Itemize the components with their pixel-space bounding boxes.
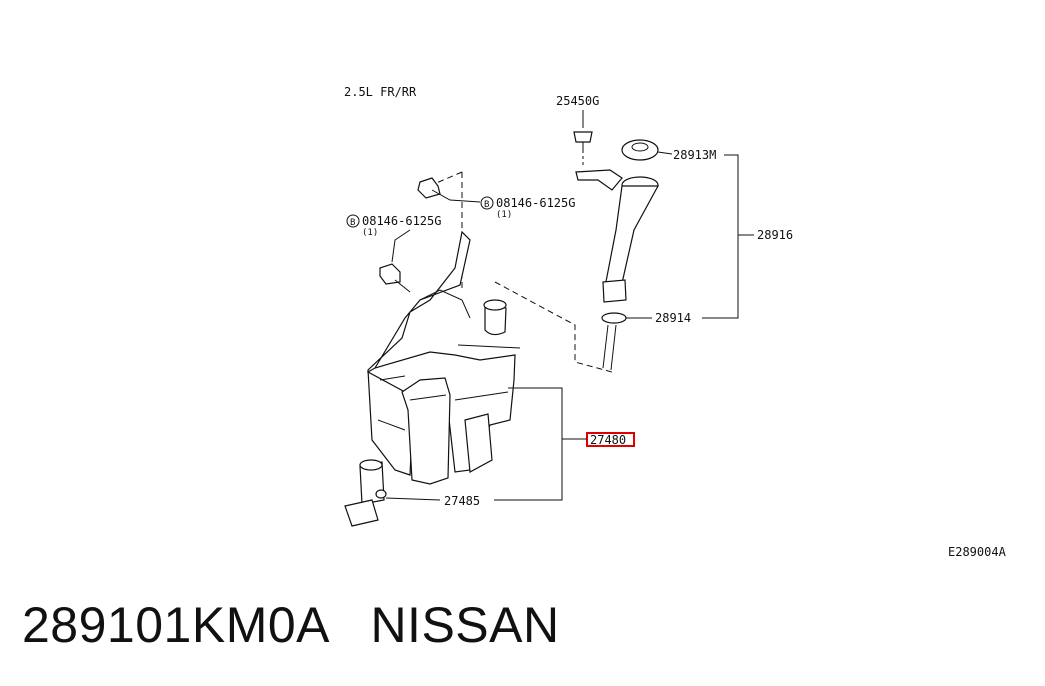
variant-label: 2.5L FR/RR	[344, 85, 417, 99]
filler-tube: 28913M 28916 28914	[575, 139, 793, 371]
label-28914: 28914	[655, 311, 691, 325]
clip-25450g: 25450G	[556, 94, 599, 168]
bolt-left-prefix: B	[350, 218, 355, 228]
label-bolt-top-qty: (1)	[496, 210, 512, 220]
bolt-left: B 08146-6125G (1)	[346, 214, 441, 293]
label-27480: 27480	[590, 433, 626, 447]
label-28916: 28916	[757, 228, 793, 242]
figure-code: E289004A	[948, 545, 1007, 559]
label-bolt-top: 08146-6125G	[496, 196, 575, 210]
bolt-top: B 08146-6125G (1)	[417, 177, 575, 220]
caption-part-number: 289101KM0A	[22, 597, 328, 653]
part-caption: 289101KM0A NISSAN	[22, 596, 560, 654]
label-28913M: 28913M	[673, 148, 716, 162]
label-27485: 27485	[444, 494, 480, 508]
bolt-top-prefix: B	[484, 200, 489, 210]
label-bolt-left-qty: (1)	[362, 228, 378, 238]
washer-tank: 27480	[366, 171, 635, 501]
washer-pump: 27485	[344, 459, 480, 527]
label-bolt-left: 08146-6125G	[362, 214, 441, 228]
label-25450G: 25450G	[556, 94, 599, 108]
caption-brand: NISSAN	[370, 597, 560, 653]
